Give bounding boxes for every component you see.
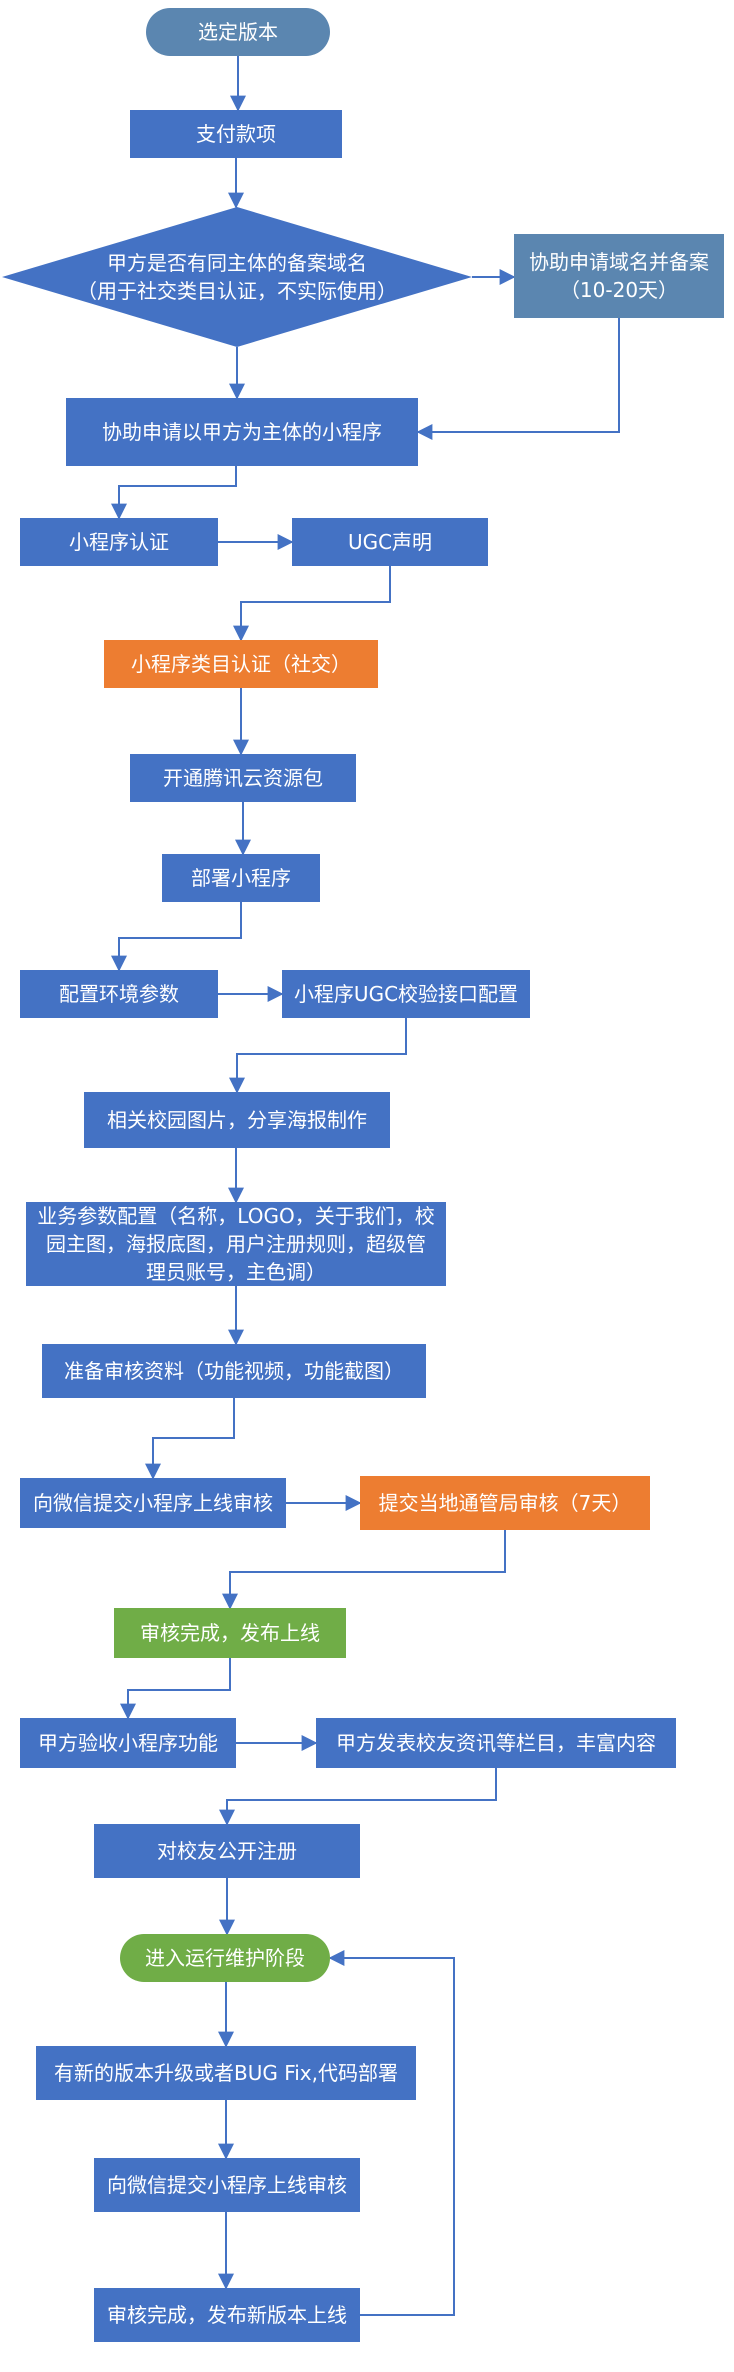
node-n17: 提交当地通管局审核（7天） — [360, 1476, 650, 1530]
process-box — [130, 110, 342, 158]
connectors — [111, 56, 620, 2316]
connector-n5-to-n6 — [111, 466, 237, 520]
node-n16: 向微信提交小程序上线审核 — [20, 1478, 286, 1528]
node-n1: 选定版本 — [146, 8, 330, 56]
node-n8: 小程序类目认证（社交） — [104, 640, 378, 688]
node-n12: 小程序UGC校验接口配置 — [282, 970, 530, 1018]
node-label: （10-20天） — [560, 278, 678, 302]
node-n2: 支付款项 — [130, 110, 342, 158]
node-n6: 小程序认证 — [20, 518, 218, 566]
terminator-shape — [120, 1934, 330, 1982]
node-n11: 配置环境参数 — [20, 970, 218, 1018]
node-label: 甲方验收小程序功能 — [38, 1731, 218, 1755]
process-box — [20, 518, 218, 566]
node-label: 小程序UGC校验接口配置 — [294, 982, 518, 1006]
node-label: 开通腾讯云资源包 — [163, 766, 323, 790]
connector-n15-to-n16 — [145, 1398, 235, 1480]
node-n14: 业务参数配置（名称，LOGO，关于我们，校园主图，海报底图，用户注册规则，超级管… — [26, 1202, 446, 1286]
process-box — [94, 2288, 360, 2342]
node-label: 理员账号，主色调） — [146, 1260, 326, 1284]
connector-n20-to-n21 — [219, 1768, 497, 1826]
node-label: 协助申请域名并备案 — [529, 250, 709, 274]
node-n3: 甲方是否有同主体的备案域名 （用于社交类目认证，不实际使用） — [2, 207, 472, 347]
node-label: 向微信提交小程序上线审核 — [33, 1491, 273, 1515]
node-n20: 甲方发表校友资讯等栏目，丰富内容 — [316, 1718, 676, 1768]
connector-n10-to-n11 — [111, 902, 242, 972]
node-label: 业务参数配置（名称，LOGO，关于我们，校 — [37, 1204, 434, 1228]
node-label: 小程序类目认证（社交） — [131, 652, 351, 676]
process-box — [36, 2046, 416, 2100]
node-label: 甲方发表校友资讯等栏目，丰富内容 — [336, 1731, 656, 1755]
node-n24: 向微信提交小程序上线审核 — [94, 2158, 360, 2212]
process-box — [94, 1824, 360, 1878]
node-label: 部署小程序 — [191, 866, 291, 890]
process-box — [20, 1478, 286, 1528]
node-n7: UGC声明 — [292, 518, 488, 566]
node-n18: 审核完成，发布上线 — [114, 1608, 346, 1658]
node-label: UGC声明 — [348, 530, 432, 554]
connector-n4-to-n5 — [416, 318, 620, 440]
node-n21: 对校友公开注册 — [94, 1824, 360, 1878]
process-box — [514, 234, 724, 318]
process-box — [26, 1202, 446, 1286]
node-n22: 进入运行维护阶段 — [120, 1934, 330, 1982]
process-box — [66, 398, 418, 466]
process-box — [114, 1608, 346, 1658]
node-n10: 部署小程序 — [162, 854, 320, 902]
node-n15: 准备审核资料（功能视频，功能截图） — [42, 1344, 426, 1398]
process-box — [104, 640, 378, 688]
process-box — [316, 1718, 676, 1768]
node-label: 园主图，海报底图，用户注册规则，超级管 — [46, 1232, 426, 1256]
node-label: 进入运行维护阶段 — [145, 1946, 305, 1970]
node-label: 协助申请以甲方为主体的小程序 — [102, 420, 382, 444]
process-box — [20, 970, 218, 1018]
node-n5: 协助申请以甲方为主体的小程序 — [66, 398, 418, 466]
node-label: 审核完成，发布新版本上线 — [107, 2303, 347, 2327]
process-box — [282, 970, 530, 1018]
node-label: 有新的版本升级或者BUG Fix,代码部署 — [54, 2061, 398, 2085]
process-box — [292, 518, 488, 566]
node-label: 甲方是否有同主体的备案域名 — [107, 251, 367, 275]
process-box — [162, 854, 320, 902]
node-label: 相关校园图片，分享海报制作 — [107, 1108, 367, 1132]
connector-n12-to-n13 — [229, 1018, 407, 1094]
process-box — [20, 1718, 236, 1768]
node-label: 支付款项 — [196, 122, 276, 146]
node-n25: 审核完成，发布新版本上线 — [94, 2288, 360, 2342]
node-label: 审核完成，发布上线 — [140, 1621, 320, 1645]
process-box — [94, 2158, 360, 2212]
node-n19: 甲方验收小程序功能 — [20, 1718, 236, 1768]
node-label: 提交当地通管局审核（7天） — [379, 1491, 632, 1515]
connector-n25-to-n22 — [328, 1950, 455, 2316]
node-label: 准备审核资料（功能视频，功能截图） — [64, 1359, 404, 1383]
connector-n17-to-n18 — [222, 1530, 506, 1610]
node-n9: 开通腾讯云资源包 — [130, 754, 356, 802]
node-label: （用于社交类目认证，不实际使用） — [77, 279, 397, 303]
node-n13: 相关校园图片，分享海报制作 — [84, 1092, 390, 1148]
node-label: 小程序认证 — [69, 530, 169, 554]
node-label: 选定版本 — [198, 20, 278, 44]
process-box — [42, 1344, 426, 1398]
node-label: 配置环境参数 — [59, 982, 179, 1006]
node-n4: 协助申请域名并备案 （10-20天） — [514, 234, 724, 318]
connector-n18-to-n19 — [120, 1658, 231, 1720]
process-box — [84, 1092, 390, 1148]
node-label: 对校友公开注册 — [157, 1839, 297, 1863]
node-label: 向微信提交小程序上线审核 — [107, 2173, 347, 2197]
decision-diamond — [2, 207, 472, 347]
process-box — [360, 1476, 650, 1530]
terminator-shape — [146, 8, 330, 56]
connector-n7-to-n8 — [233, 566, 391, 642]
process-box — [130, 754, 356, 802]
node-n23: 有新的版本升级或者BUG Fix,代码部署 — [36, 2046, 416, 2100]
